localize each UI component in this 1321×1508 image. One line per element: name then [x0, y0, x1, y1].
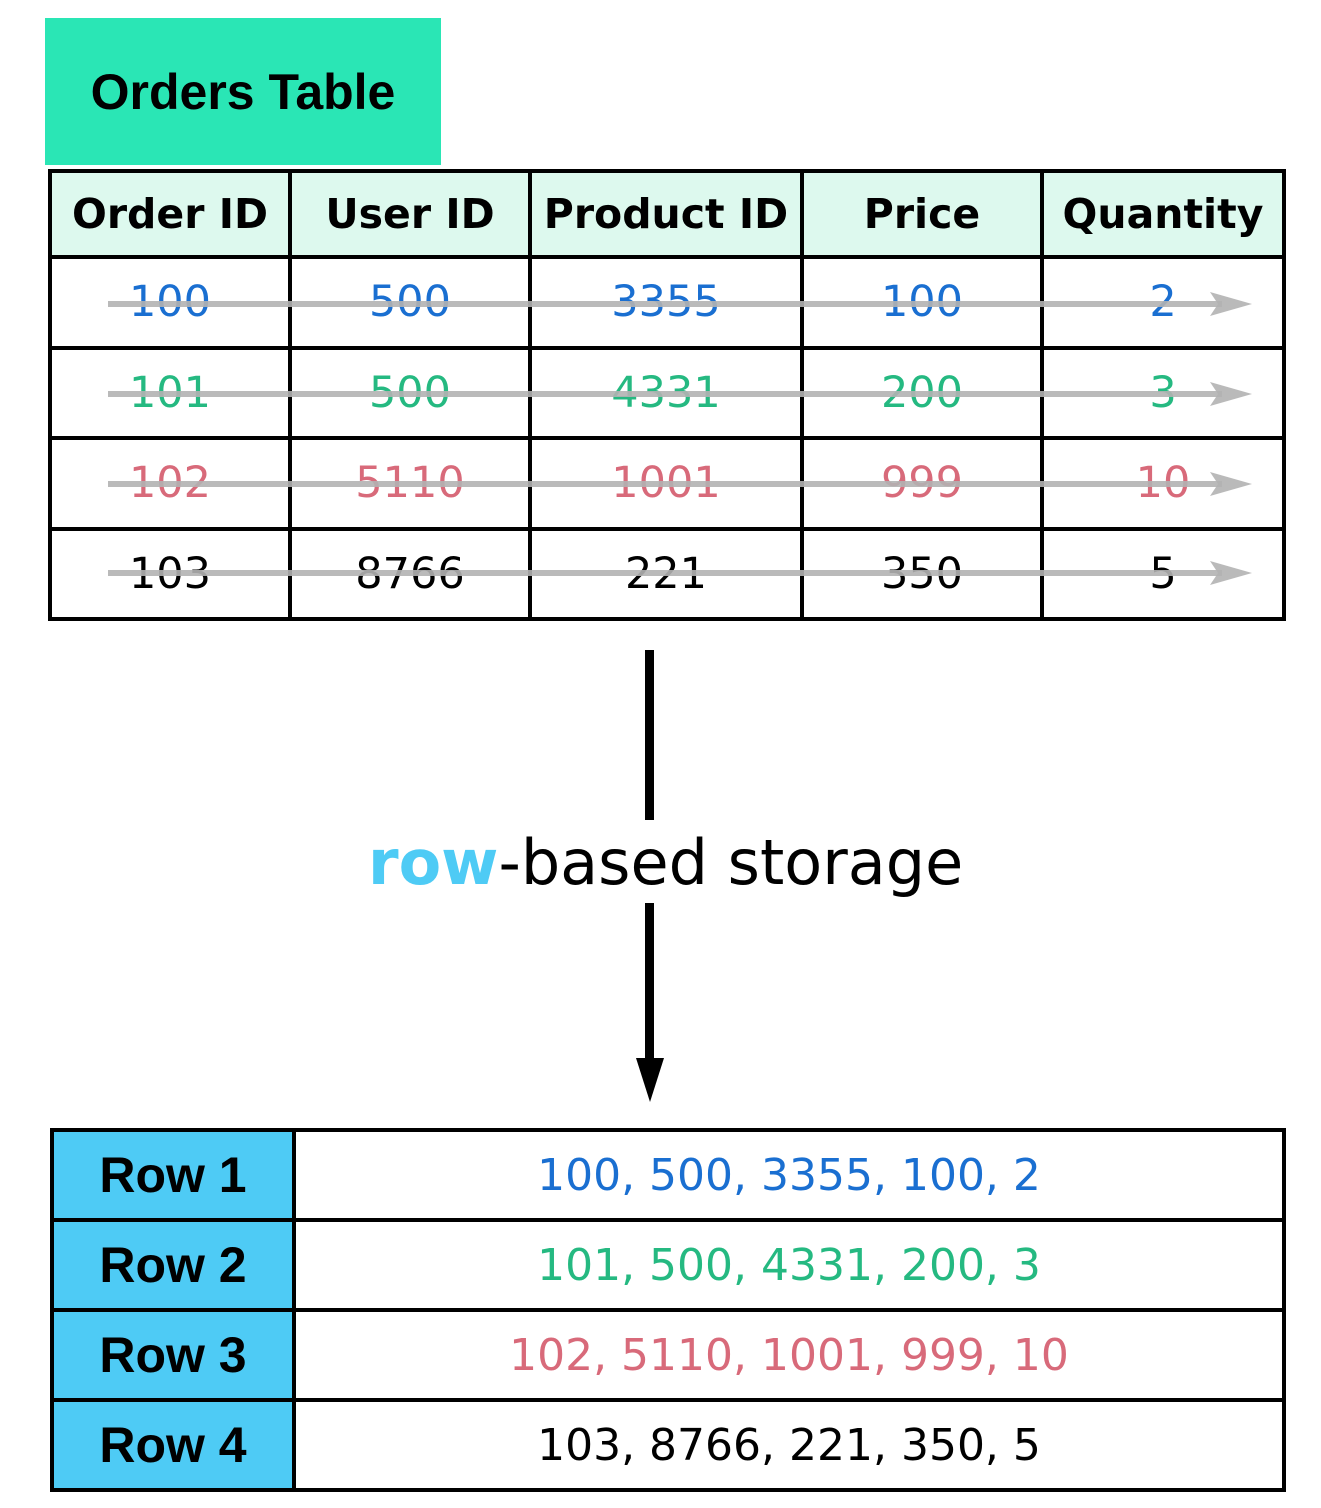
header-row: Order ID User ID Product ID Price Quanti… — [48, 169, 1286, 259]
user-id-cell: 5110 — [288, 436, 532, 531]
table-row: 101 500 4331 200 3 — [48, 345, 1286, 440]
order-id-cell: 102 — [48, 436, 292, 531]
quantity-cell: 2 — [1040, 255, 1286, 350]
product-id-cell: 221 — [528, 526, 804, 621]
storage-row: Row 1 100, 500, 3355, 100, 2 — [50, 1128, 1286, 1222]
storage-row-value: 101, 500, 4331, 200, 3 — [292, 1218, 1286, 1312]
storage-row-label: Row 4 — [50, 1398, 296, 1492]
storage-row-label: Row 3 — [50, 1308, 296, 1402]
header-user-id: User ID — [288, 169, 532, 259]
header-quantity: Quantity — [1040, 169, 1286, 259]
table-row: 100 500 3355 100 2 — [48, 255, 1286, 350]
price-cell: 350 — [800, 526, 1044, 621]
header-price: Price — [800, 169, 1044, 259]
product-id-cell: 4331 — [528, 345, 804, 440]
storage-row-label: Row 2 — [50, 1218, 296, 1312]
order-id-cell: 101 — [48, 345, 292, 440]
order-id-cell: 103 — [48, 526, 292, 621]
storage-row: Row 3 102, 5110, 1001, 999, 10 — [50, 1308, 1286, 1402]
storage-row-value: 102, 5110, 1001, 999, 10 — [292, 1308, 1286, 1402]
storage-row-value: 100, 500, 3355, 100, 2 — [292, 1128, 1286, 1222]
orders-table: Order ID User ID Product ID Price Quanti… — [48, 169, 1286, 621]
user-id-cell: 500 — [288, 255, 532, 350]
header-product-id: Product ID — [528, 169, 804, 259]
storage-label-accent: row — [368, 826, 499, 899]
storage-row-label: Row 1 — [50, 1128, 296, 1222]
table-row: 102 5110 1001 999 10 — [48, 436, 1286, 531]
product-id-cell: 1001 — [528, 436, 804, 531]
price-cell: 999 — [800, 436, 1044, 531]
storage-row-value: 103, 8766, 221, 350, 5 — [292, 1398, 1286, 1492]
down-arrow-icon — [636, 1058, 664, 1102]
storage-row: Row 4 103, 8766, 221, 350, 5 — [50, 1398, 1286, 1492]
storage-label: row-based storage — [368, 823, 968, 903]
storage-row: Row 2 101, 500, 4331, 200, 3 — [50, 1218, 1286, 1312]
price-cell: 200 — [800, 345, 1044, 440]
orders-table-title: Orders Table — [45, 18, 441, 165]
quantity-cell: 10 — [1040, 436, 1286, 531]
flow-arrow-line-top — [645, 650, 654, 820]
product-id-cell: 3355 — [528, 255, 804, 350]
order-id-cell: 100 — [48, 255, 292, 350]
user-id-cell: 8766 — [288, 526, 532, 621]
table-row: 103 8766 221 350 5 — [48, 526, 1286, 621]
header-order-id: Order ID — [48, 169, 292, 259]
row-storage-table: Row 1 100, 500, 3355, 100, 2 Row 2 101, … — [50, 1128, 1286, 1492]
flow-arrow-line-bottom — [645, 903, 654, 1061]
price-cell: 100 — [800, 255, 1044, 350]
storage-label-rest: -based storage — [498, 826, 964, 899]
user-id-cell: 500 — [288, 345, 532, 440]
quantity-cell: 3 — [1040, 345, 1286, 440]
quantity-cell: 5 — [1040, 526, 1286, 621]
